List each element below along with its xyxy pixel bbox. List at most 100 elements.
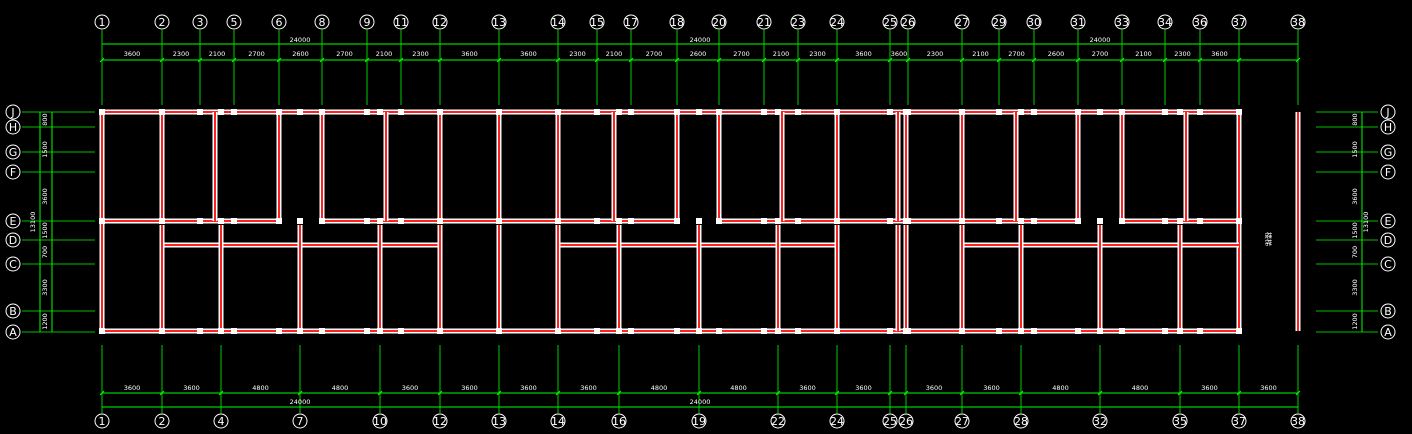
- bottom-axis-19: 19: [691, 413, 707, 429]
- column: [903, 328, 909, 334]
- column: [231, 328, 237, 334]
- column: [616, 218, 622, 224]
- dim-tick: [398, 57, 404, 63]
- axis-bubble-circle: [1380, 164, 1396, 180]
- top-axis-30: 30: [1026, 14, 1042, 30]
- column: [674, 328, 680, 334]
- top-axis-9: 9: [359, 14, 375, 30]
- dim-tick: [903, 390, 909, 396]
- axis-bubble-label: 9: [364, 16, 371, 29]
- dim-tick: [594, 57, 600, 63]
- right-row-B: B: [1380, 303, 1396, 319]
- column: [775, 109, 781, 115]
- axis-bubble-circle: [550, 413, 566, 429]
- left-row-F: F: [5, 164, 21, 180]
- axis-bubble-label: 16: [612, 415, 626, 428]
- column: [996, 328, 1002, 334]
- column: [959, 218, 965, 224]
- left-row-B: B: [5, 303, 21, 319]
- axis-bubble-circle: [669, 14, 685, 30]
- top-axis-26: 26: [900, 14, 916, 30]
- bottom-dim-text: 4800: [252, 384, 269, 392]
- axis-bubble-circle: [5, 256, 21, 272]
- axis-bubble-circle: [589, 14, 605, 30]
- right-dim-text: 3600: [1351, 188, 1359, 205]
- dim-tick: [696, 390, 702, 396]
- column: [496, 109, 502, 115]
- top-axis-15: 15: [589, 14, 605, 30]
- top-dim-text: 2600: [292, 50, 309, 58]
- axis-bubble-label: 13: [492, 16, 506, 29]
- dim-tick: [437, 390, 443, 396]
- axis-bubble-label: 31: [1071, 16, 1085, 29]
- axis-bubble-circle: [1157, 14, 1173, 30]
- dim-tick: [959, 57, 965, 63]
- column: [1177, 218, 1183, 224]
- axis-bubble-circle: [1290, 413, 1306, 429]
- axis-bubble-label: G: [1384, 146, 1393, 159]
- top-dim-text: 2600: [1048, 50, 1065, 58]
- axis-bubble-circle: [94, 14, 110, 30]
- bottom-dim-text: 3600: [183, 384, 200, 392]
- axis-bubble-label: F: [10, 166, 16, 179]
- column: [218, 109, 224, 115]
- column: [1018, 218, 1024, 224]
- bottom-dim-text: 3600: [855, 384, 872, 392]
- top-axis-21: 21: [756, 14, 772, 30]
- dim-tick: [297, 390, 303, 396]
- bottom-dim-text: 4800: [1052, 384, 1069, 392]
- column: [297, 328, 303, 334]
- axis-bubble-circle: [432, 413, 448, 429]
- top-dim-text: 3600: [461, 50, 478, 58]
- top-dim-text: 3600: [520, 50, 537, 58]
- axis-bubble-label: J: [1385, 106, 1389, 119]
- bottom-axis-22: 22: [770, 413, 786, 429]
- axis-bubble-label: G: [9, 146, 18, 159]
- axis-bubble-circle: [491, 413, 507, 429]
- column: [1031, 109, 1037, 115]
- bottom-axis-4: 4: [213, 413, 229, 429]
- dim-tick: [1119, 57, 1125, 63]
- top-dim-text: 2300: [927, 50, 944, 58]
- axis-bubble-label: E: [1385, 215, 1392, 228]
- top-dim-text: 2700: [1092, 50, 1109, 58]
- axis-bubble-label: 6: [276, 16, 283, 29]
- left-row-G: G: [5, 144, 21, 160]
- axis-bubble-circle: [1026, 14, 1042, 30]
- top-dim-text: 2700: [1008, 50, 1025, 58]
- top-dim-text: 2700: [733, 50, 750, 58]
- column: [1236, 328, 1242, 334]
- axis-bubble-label: 26: [899, 415, 913, 428]
- axis-bubble-circle: [1380, 144, 1396, 160]
- top-axis-11: 11: [393, 14, 409, 30]
- dim-tick: [496, 57, 502, 63]
- dim-tick: [1031, 57, 1037, 63]
- axis-bubble-label: 17: [624, 16, 638, 29]
- axis-bubble-circle: [432, 14, 448, 30]
- right-row-G: G: [1380, 144, 1396, 160]
- column: [887, 218, 893, 224]
- column: [716, 218, 722, 224]
- axis-bubble-circle: [711, 14, 727, 30]
- dim-tick: [905, 57, 911, 63]
- bottom-total-text: 24000: [690, 398, 711, 406]
- top-axis-6: 6: [271, 14, 287, 30]
- axis-bubble-circle: [691, 413, 707, 429]
- column: [364, 328, 370, 334]
- axis-bubble-circle: [5, 104, 21, 120]
- bottom-dim-text: 4800: [1132, 384, 1149, 392]
- column: [959, 328, 965, 334]
- top-dim-text: 2300: [569, 50, 586, 58]
- top-axis-24: 24: [829, 14, 845, 30]
- axis-bubble-circle: [5, 324, 21, 340]
- axis-bubble-circle: [271, 14, 287, 30]
- top-dim-text: 2700: [646, 50, 663, 58]
- column: [159, 218, 165, 224]
- top-axis-8: 8: [314, 14, 330, 30]
- axis-bubble-label: 3: [197, 16, 204, 29]
- dim-tick: [364, 57, 370, 63]
- column: [696, 109, 702, 115]
- axis-bubble-label: 13: [492, 415, 506, 428]
- axis-bubble-label: 23: [791, 16, 805, 29]
